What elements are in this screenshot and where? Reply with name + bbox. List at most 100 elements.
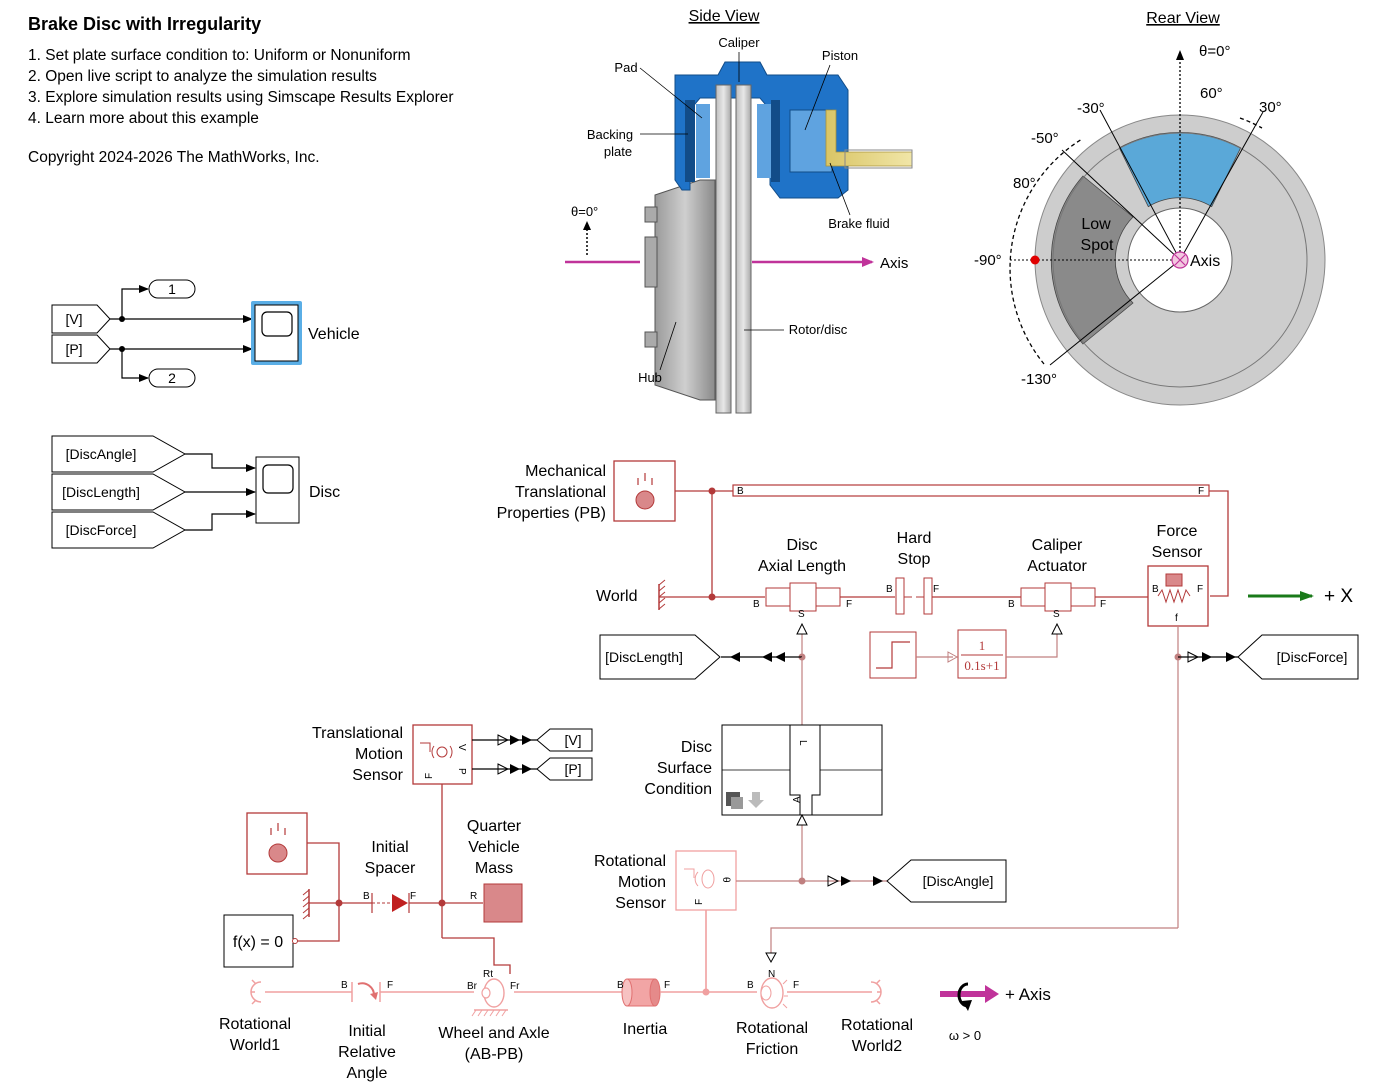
step-block[interactable] [869,631,917,679]
qvm-label-2: Vehicle [468,839,520,856]
instruction-item-3[interactable]: 3. Explore simulation results using Sims… [28,89,454,106]
rotational-world1-block[interactable] [250,979,262,1005]
outport-2[interactable]: 2 [148,368,196,388]
caliper-actuator-block[interactable] [1020,582,1096,612]
from-tag-disc-force[interactable]: [DiscForce] [51,511,187,549]
tms-v-arrow-1 [497,734,510,746]
rms-sensor-icon [701,869,715,889]
from-tag-p[interactable]: [P] [51,334,111,364]
bus-port-b: B [737,486,744,497]
disc-scope-block[interactable] [255,456,300,524]
goto-disc-force[interactable]: [DiscForce] [1237,634,1359,680]
goto-p[interactable]: [P] [536,757,593,781]
rotational-motion-sensor-block[interactable] [675,850,737,911]
wa-port-br: Br [467,981,478,992]
world-label: World [596,588,638,605]
is-port-b: B [363,891,370,902]
fs-port-b: B [1152,584,1159,595]
goto-v[interactable]: [V] [536,728,593,752]
disc-axial-length-label-1: Disc [786,537,817,554]
piston-label: Piston [822,48,858,63]
disc-axial-length-block[interactable] [765,582,841,612]
qvm-port-r: R [470,891,477,902]
mech-props-icon [635,490,655,510]
inertia-block[interactable] [621,978,661,1007]
hub-bolt-bottom [644,331,658,348]
backing-plate-label-1: Backing [587,127,633,142]
deg80-label: 80° [1013,175,1036,192]
mech-props-label-1: Mechanical [525,463,606,480]
rot-friction-label-1: Rotational [736,1020,808,1037]
mech-props-2-drops-icon [270,823,286,835]
quarter-vehicle-mass-block[interactable] [483,883,523,923]
signal-disc-force [185,510,256,531]
rear-view-figure: Rear View θ=0° 60° -30° 30° -50° 80° -90… [974,10,1326,406]
vehicle-scope-label: Vehicle [308,326,360,343]
side-axis-label: Axis [880,255,908,272]
rear-theta-label: θ=0° [1199,43,1230,60]
hard-stop-label-2: Stop [898,551,931,568]
rotor-label: Rotor/disc [789,322,848,337]
axis-x-icon [1174,254,1186,266]
ira-label-1: Initial [348,1023,385,1040]
transfer-fn-block[interactable]: 1 0.1s+1 [957,629,1007,679]
friction-disc-icon [760,985,772,1001]
tms-arrow-icon [420,742,431,752]
from-tag-p-text: [P] [65,341,82,357]
hs-port-b: B [886,584,893,595]
world-ground-block[interactable] [658,579,666,610]
dal-s-input-icon [796,622,808,635]
vehicle-scope-block[interactable] [251,301,302,365]
signal-disc-angle [185,453,256,472]
goto-disc-length[interactable]: [DiscLength] [599,634,721,680]
force-sensor-block[interactable] [1147,565,1209,627]
friction-n-input-icon [765,952,777,964]
deg-neg30-label: -30° [1077,100,1105,117]
from-tag-disc-length-text: [DiscLength] [62,484,140,500]
instruction-item-1[interactable]: 1. Set plate surface condition to: Unifo… [28,47,411,64]
rotation-direction-icon [940,982,999,1011]
backing-plate-label-2: plate [604,144,632,159]
caliper-actuator-label-2: Actuator [1027,558,1087,575]
mech-bus-block[interactable] [732,484,1210,497]
conn-solver [297,903,340,942]
positive-x-label: + X [1324,586,1353,607]
instruction-item-4[interactable]: 4. Learn more about this example [28,110,259,127]
hard-stop-block[interactable] [895,577,933,615]
outport-1[interactable]: 1 [148,279,196,299]
piston-shape [789,109,833,173]
rotational-friction-block[interactable] [760,977,788,1009]
rf-port-f: F [793,980,799,991]
junction-world [708,593,716,601]
mech-props-block-2[interactable] [246,812,308,875]
disc-surface-condition-block[interactable] [721,724,883,816]
tms-port-v: V [456,744,467,751]
hub-bolt-top [644,206,658,223]
qvm-label-1: Quarter [467,818,522,835]
initial-relative-angle-block[interactable] [351,982,381,1002]
goto-disc-angle[interactable]: [DiscAngle] [886,859,1007,903]
initial-spacer-block[interactable] [371,893,410,913]
from-tag-v[interactable]: [V] [51,304,111,334]
mech-props-block[interactable] [613,460,676,522]
mech-props-drops-icon [637,473,653,485]
force-signal-arrow-2 [1202,652,1236,662]
ground-block-2[interactable] [302,889,310,920]
pad-right-shape [757,104,771,178]
solver-config-block[interactable]: f(x) = 0 [223,914,294,968]
caliper-label: Caliper [718,35,760,50]
ca-port-s: S [1053,609,1060,620]
ground-2-hatch-icon [302,889,310,920]
ira-port-f: F [387,980,393,991]
model-title: Brake Disc with Irregularity [28,14,262,34]
from-tag-disc-length[interactable]: [DiscLength] [51,473,187,511]
in-port-b: B [617,980,624,991]
disc-scope-group: [DiscAngle] [DiscLength] [DiscForce] Dis… [51,435,340,549]
translational-motion-sensor-block[interactable] [412,724,473,785]
hub-bolt-mid [644,236,658,288]
rotational-world2-block[interactable] [870,979,882,1005]
wheel-and-axle-block[interactable] [471,974,514,1017]
instruction-item-2[interactable]: 2. Open live script to analyze the simul… [28,68,377,85]
disc-scope-label: Disc [309,484,340,501]
from-tag-disc-angle[interactable]: [DiscAngle] [51,435,187,473]
